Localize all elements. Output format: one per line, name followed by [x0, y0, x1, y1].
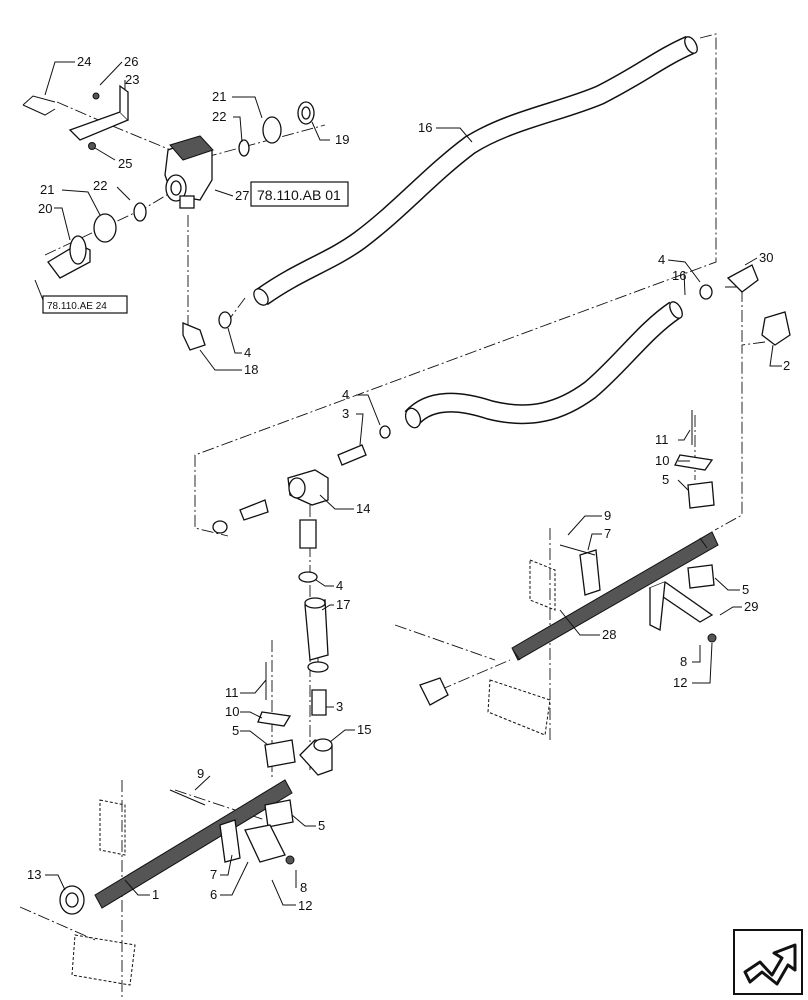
callout-numbers: 24 26 23 25 21 22 19 27 22 21 20 16 4 18… [27, 54, 790, 913]
callout-2: 2 [783, 358, 790, 373]
tee-assembly [212, 425, 391, 776]
callout-5-right-bottom: 5 [742, 582, 749, 597]
callout-30: 30 [759, 250, 773, 265]
callout-19: 19 [335, 132, 349, 147]
leader-lines [34, 61, 782, 906]
reference-ae24-label: 78.110.AE 24 [47, 301, 107, 312]
callout-3-upper: 3 [342, 406, 349, 421]
boom-pipe-left [59, 410, 693, 986]
hose-upper [253, 35, 698, 306]
right-elbows [699, 264, 791, 346]
callout-28: 28 [602, 627, 616, 642]
callout-26: 26 [124, 54, 138, 69]
callout-18: 18 [244, 362, 258, 377]
boom-pipe-right [419, 454, 719, 736]
callout-24: 24 [77, 54, 91, 69]
callout-21-top: 21 [212, 89, 226, 104]
reference-box-ab01[interactable]: 78.110.AB 01 [250, 181, 349, 207]
strainer-assembly [22, 84, 315, 351]
callout-1: 1 [152, 887, 159, 902]
callout-10-left: 10 [225, 704, 239, 719]
callout-7-right: 7 [604, 526, 611, 541]
callout-16-lower: 16 [672, 268, 686, 283]
callout-12-left: 12 [298, 898, 312, 913]
callout-9-right: 9 [604, 508, 611, 523]
callout-12-right: 12 [673, 675, 687, 690]
callout-5-left-top: 5 [232, 723, 239, 738]
reference-ab01-label: 78.110.AB 01 [257, 187, 341, 203]
callout-23: 23 [125, 72, 139, 87]
callout-11-left: 11 [225, 685, 239, 700]
callout-13: 13 [27, 867, 41, 882]
callout-16-upper: 16 [418, 120, 432, 135]
callout-14: 14 [356, 501, 370, 516]
callout-17: 17 [336, 597, 350, 612]
callout-6: 6 [210, 887, 217, 902]
callout-4-lower: 4 [336, 578, 343, 593]
callout-10-right: 10 [655, 453, 669, 468]
callout-25: 25 [118, 156, 132, 171]
callout-4-right: 4 [658, 252, 665, 267]
assembly-centerlines [19, 33, 766, 1000]
callout-21-left: 21 [40, 182, 54, 197]
callout-4-mid: 4 [342, 387, 349, 402]
next-page-arrow-icon[interactable] [733, 929, 803, 995]
callout-9-left: 9 [197, 766, 204, 781]
callout-11-right: 11 [655, 432, 669, 447]
callout-4-upper: 4 [244, 345, 251, 360]
hose-lower [404, 301, 683, 429]
callout-3-lower: 3 [336, 699, 343, 714]
reference-box-ae24[interactable]: 78.110.AE 24 [42, 295, 128, 314]
callout-8-left: 8 [300, 880, 307, 895]
callout-8-right: 8 [680, 654, 687, 669]
callout-22-left: 22 [93, 178, 107, 193]
callout-5-right-top: 5 [662, 472, 669, 487]
callout-22-top: 22 [212, 109, 226, 124]
callout-5-left-bottom: 5 [318, 818, 325, 833]
callout-20: 20 [38, 201, 52, 216]
callout-7-left: 7 [210, 867, 217, 882]
callout-15: 15 [357, 722, 371, 737]
callout-29: 29 [744, 599, 758, 614]
callout-27: 27 [235, 188, 249, 203]
